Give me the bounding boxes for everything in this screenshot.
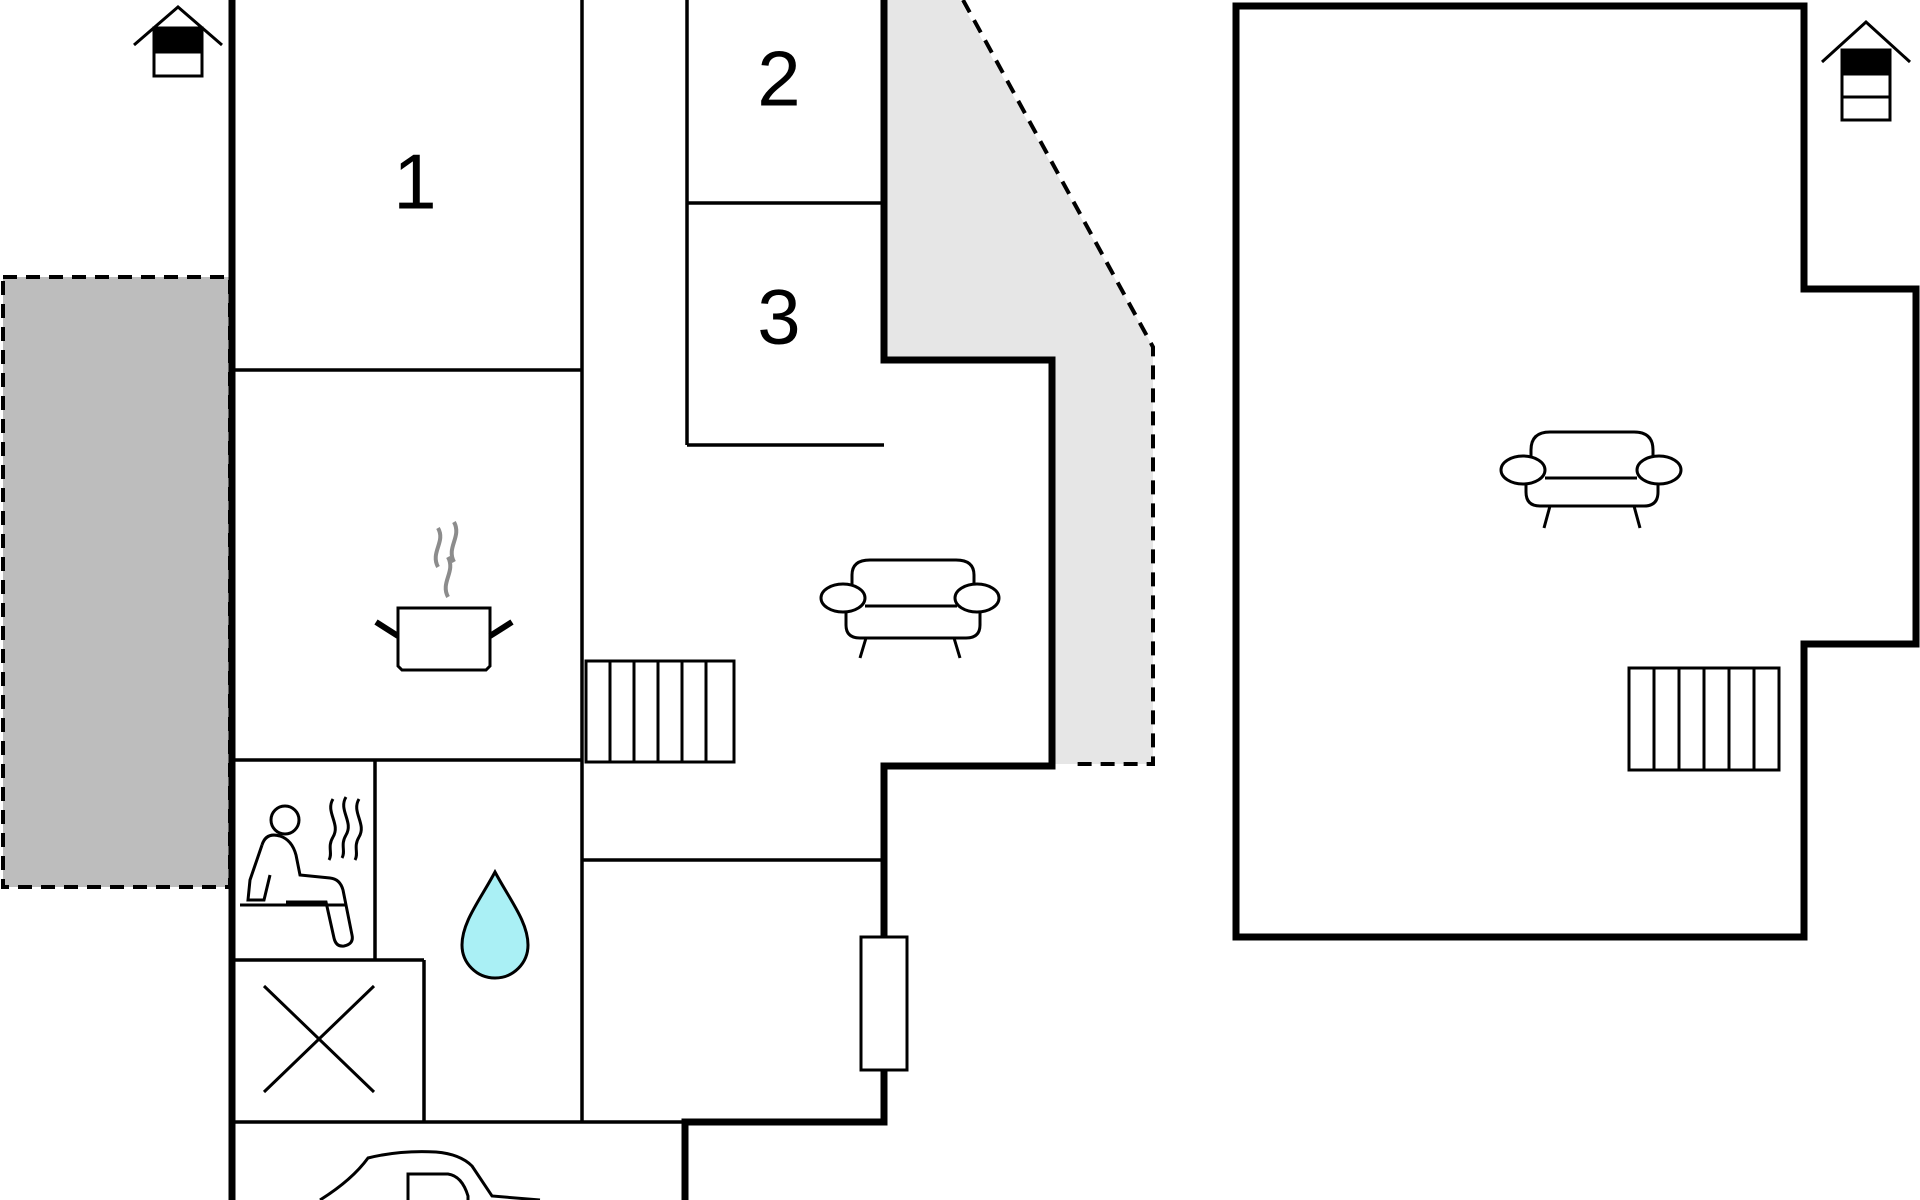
interior-walls [232, 0, 884, 1124]
water-drop-icon [460, 868, 530, 980]
car-icon [319, 1150, 541, 1200]
upper-sofa-icon [1499, 430, 1683, 529]
porch-dashed-edge [961, 0, 1155, 766]
sauna-icon [240, 796, 363, 948]
porch-area [884, 0, 1153, 764]
stairs-icon [584, 659, 736, 764]
room-2-label: 2 [757, 35, 800, 123]
room-1-label: 1 [393, 138, 436, 226]
cross-box-icon [262, 984, 376, 1094]
upper-floor-walls [1232, 2, 1920, 941]
sofa-icon [819, 558, 1001, 659]
heater-icon [859, 935, 909, 1072]
terrace-area [1, 275, 232, 889]
house-ground-floor-icon [133, 5, 223, 78]
room-3-label: 3 [757, 273, 800, 361]
upper-stairs-icon [1627, 666, 1781, 772]
cooking-pot-icon [374, 521, 514, 672]
ground-floor-walls [228, 0, 1056, 1200]
house-upper-floor-icon [1820, 19, 1912, 122]
